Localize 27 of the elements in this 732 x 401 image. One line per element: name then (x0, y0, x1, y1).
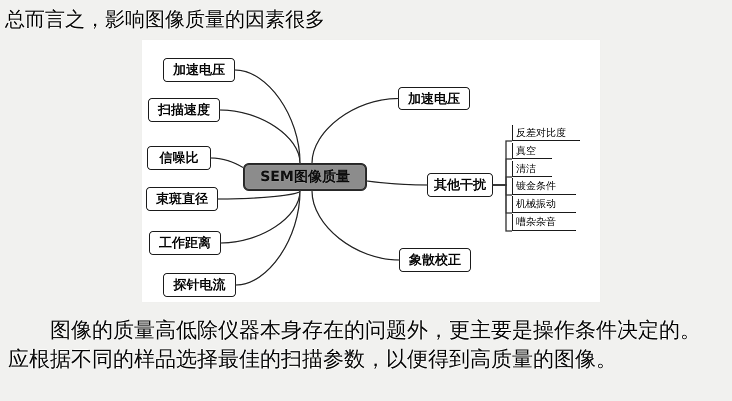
topic-box: 束斑直径 (146, 187, 218, 211)
topic-box: 信噪比 (147, 146, 211, 170)
subtopic-label: 嘈杂杂音 (512, 214, 576, 231)
subtopic-label: 清洁 (512, 161, 552, 177)
subtopic-label: 镀金条件 (512, 178, 576, 195)
topic-box: 扫描速度 (148, 98, 220, 122)
topic-box: 加速电压 (163, 58, 235, 82)
topic-box: 探针电流 (163, 273, 236, 297)
connector-line (366, 180, 427, 186)
subtopic-label: 真空 (512, 143, 552, 159)
topic-box: 其他干扰 (427, 173, 493, 197)
topic-box: 工作距离 (149, 231, 221, 255)
connector-line (311, 190, 400, 261)
subtopic-label: 机械振动 (512, 196, 576, 213)
central-topic-box: SEM图像质量 (243, 163, 367, 191)
subtopic-label: 反差对比度 (512, 125, 580, 141)
topic-box: 象散校正 (399, 248, 471, 272)
connector-line (220, 109, 301, 164)
heading: 总而言之，影响图像质量的因素很多 (5, 6, 325, 33)
connector-line (493, 184, 512, 232)
connector-line (311, 98, 398, 164)
topic-box: 加速电压 (398, 87, 470, 110)
connector-line (236, 190, 301, 286)
connector-line (218, 190, 300, 200)
connector-line (210, 157, 244, 168)
connector-line (220, 190, 301, 244)
caption-paragraph: 图像的质量高低除仪器本身存在的问题外，更主要是操作条件决定的。应根据不同的样品选择最佳的扫描参数，以便得到高质量的图像。 (8, 317, 702, 373)
